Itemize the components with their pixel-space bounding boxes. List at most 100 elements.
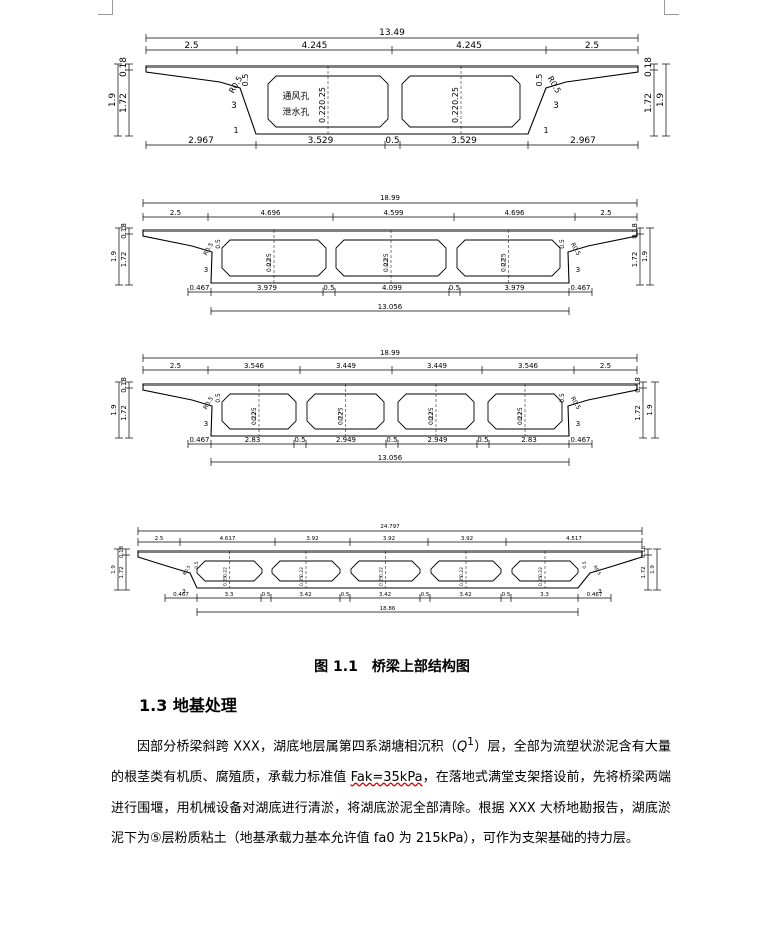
slope-label: 3 — [553, 101, 559, 111]
bottom-thickness-label: 0.22 — [451, 105, 460, 123]
slope-label: 3 — [204, 266, 208, 274]
web-thickness-label: 0.25 — [299, 576, 305, 586]
dimension-label: 4.099 — [382, 284, 402, 292]
dimension-label: 3.529 — [451, 136, 477, 146]
dimension-label: 0.467 — [570, 436, 590, 444]
web-thickness-label: 0.5 — [535, 74, 544, 87]
body-paragraph: 因部分桥梁斜跨 XXX，湖底地层属第四系湖塘相沉积（Q1）层，全部为流塑状淤泥含… — [111, 727, 671, 855]
dimension-label: 4.696 — [260, 209, 281, 217]
box-cell — [335, 239, 447, 277]
dimension-label: 2.5 — [155, 536, 164, 542]
bottom-thickness-label: 0.22 — [383, 258, 390, 272]
side-dimension-label: 0.18 — [120, 223, 128, 239]
slope-label: 3 — [576, 420, 580, 428]
dimension-label: 2.5 — [600, 209, 611, 217]
q-superscript: 1 — [467, 735, 475, 748]
dimension-label: 3.449 — [427, 362, 447, 370]
dimension-label: 13.056 — [378, 303, 403, 311]
web-thickness-label: 0.25 — [451, 87, 460, 105]
total-width-label: 24.797 — [380, 524, 400, 530]
dimension-label: 2.967 — [570, 136, 596, 146]
web-thickness-label: 0.25 — [517, 407, 524, 421]
dimension-label: 0.5 — [294, 436, 305, 444]
web-thickness-label: 0.5 — [194, 561, 200, 568]
section-heading: 1.3 地基处理 — [139, 696, 237, 715]
box-cell — [267, 75, 389, 128]
dimension-label: 0.467 — [189, 436, 209, 444]
dimension-label: 0.5 — [477, 436, 488, 444]
girder-outline — [142, 383, 638, 437]
box-cell — [487, 393, 563, 430]
side-dimension-label: 1.9 — [111, 565, 117, 574]
side-dimension-label: 0.18 — [644, 57, 654, 77]
side-dimension-label: 1.9 — [656, 93, 666, 108]
dimension-label: 3.3 — [540, 592, 549, 598]
radius-label: R0.5 — [182, 564, 192, 576]
slope-ratio-label: 1 — [543, 126, 548, 135]
side-dimension-label: 1.72 — [634, 405, 642, 421]
radius-label: R0.5 — [202, 395, 215, 411]
web-thickness-label: 0.25 — [223, 576, 229, 586]
bottom-thickness-label: 0.22 — [459, 567, 465, 577]
dimension-label: 0.5 — [385, 136, 399, 146]
bottom-thickness-label: 0.22 — [299, 567, 305, 577]
side-dimension-label: 1.9 — [646, 404, 654, 415]
dimension-label: 3.3 — [225, 592, 234, 598]
web-thickness-label: 0.5 — [559, 239, 566, 249]
side-dimension-label: 1.72 — [644, 93, 654, 113]
para-text-1: 因部分桥梁斜跨 XXX，湖底地层属第四系湖塘相沉积（ — [137, 739, 457, 755]
slope-label: 3 — [204, 420, 208, 428]
web-thickness-label: 0.25 — [266, 253, 273, 267]
dimension-label: 2.967 — [188, 136, 214, 146]
side-dimension-label: 1.72 — [120, 405, 128, 421]
box-cell — [306, 393, 385, 430]
web-thickness-label: 0.25 — [428, 407, 435, 421]
dimension-label: 3.42 — [379, 592, 391, 598]
web-thickness-label: 0.25 — [538, 576, 544, 586]
dimension-label: 2.5 — [600, 362, 611, 370]
side-dimension-label: 1.9 — [108, 93, 118, 108]
dimension-label: 3.42 — [299, 592, 311, 598]
box-cell — [397, 393, 475, 430]
side-dimension-label: 0.18 — [120, 377, 128, 393]
side-dimension-label: 1.9 — [641, 251, 649, 262]
dimension-label: 4.617 — [220, 536, 236, 542]
bottom-thickness-label: 0.22 — [251, 411, 258, 425]
vent-hole-label: 通风孔 — [282, 91, 309, 102]
box-cell — [221, 239, 327, 277]
total-width-label: 13.49 — [379, 28, 405, 38]
bottom-thickness-label: 0.22 — [538, 567, 544, 577]
bottom-thickness-label: 0.22 — [223, 567, 229, 577]
side-dimension-label: 1.9 — [110, 404, 118, 415]
dimension-label: 3.529 — [308, 136, 334, 146]
radius-label: R0.5 — [569, 396, 582, 412]
web-thickness-label: 0.25 — [501, 253, 508, 267]
dimension-label: 2.5 — [170, 362, 181, 370]
para-text-3: ，在落地式满堂支架搭设前，先将桥梁两端进行围堰，用机械设备对湖底进行清淤，将湖底… — [111, 769, 671, 847]
dimension-label: 0.5 — [386, 436, 397, 444]
box-cell — [430, 560, 502, 582]
side-dimension-label: 1.9 — [650, 565, 656, 574]
slope-label: 3 — [182, 589, 186, 595]
side-dimension-label: 0.18 — [119, 57, 129, 77]
dimension-label: 4.245 — [456, 41, 482, 51]
dimension-label: 3.92 — [383, 536, 395, 542]
slope-label: 3 — [231, 101, 237, 111]
side-dimension-label: 0.18 — [119, 545, 125, 558]
para-text-2: ）层，全部为流塑状淤泥含有大量的根茎类有机质、腐殖质，承载力标准值 — [111, 739, 671, 785]
web-thickness-label: 0.25 — [379, 576, 385, 586]
side-dimension-label: 0.18 — [634, 377, 642, 393]
dimension-label: 3.546 — [518, 362, 539, 370]
dimension-label: 0.5 — [262, 592, 271, 598]
radius-label: R0.5 — [546, 75, 563, 95]
girder-outline — [142, 229, 638, 284]
dimension-label: 0.467 — [570, 284, 590, 292]
dimension-label: 0.5 — [323, 284, 334, 292]
page-corner-mark-left — [98, 0, 113, 15]
bottom-thickness-label: 0.22 — [266, 258, 273, 272]
